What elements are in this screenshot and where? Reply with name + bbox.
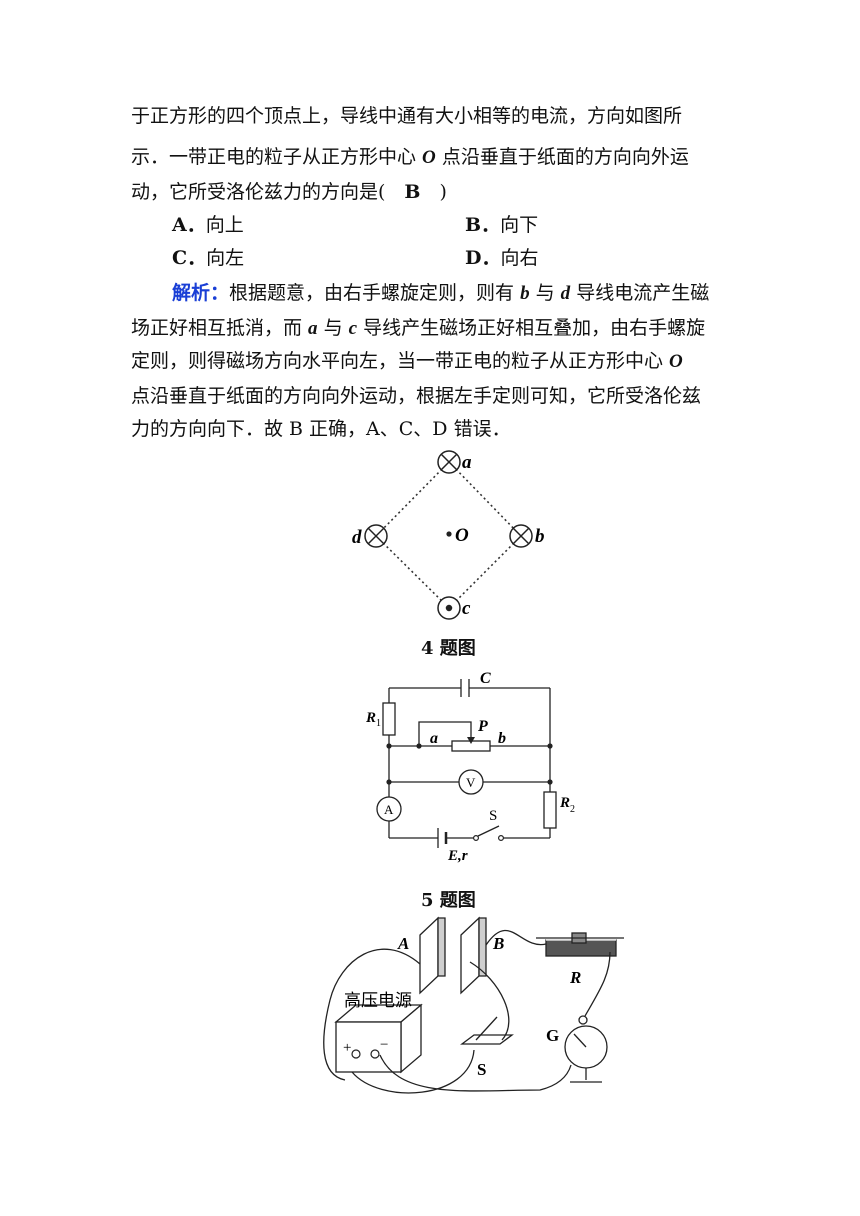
fig6-label-b: B: [492, 934, 504, 953]
option-b-text: 向下: [500, 214, 539, 236]
switch-contact: [473, 834, 480, 841]
junction-dot: [547, 779, 553, 785]
wire-b-into-page-icon: [509, 524, 533, 548]
question-line-3: 动，它所受洛伦兹力的方向是( B ): [131, 177, 447, 204]
terminal-positive: [351, 1049, 361, 1059]
question-line-1: 于正方形的四个顶点上，导线中通有大小相等的电流，方向如图所: [131, 105, 683, 127]
option-a: A．向上: [172, 210, 244, 237]
fig6-label-a: A: [397, 934, 409, 953]
analysis-l1-a: 根据题意，由右手螺旋定则，则有: [229, 282, 521, 304]
option-c: C．向左: [172, 243, 244, 270]
option-d: D．向右: [465, 243, 539, 270]
fig5-label-r2: R: [559, 795, 570, 811]
figure-4-caption: 4 题图: [421, 638, 476, 659]
wire-d-into-page-icon: [364, 524, 388, 548]
fig5-label-r1: R: [365, 710, 376, 726]
fig5-label-c: C: [480, 670, 491, 687]
answer-letter: B: [404, 181, 421, 203]
figure-5-caption: 5 题图: [421, 890, 476, 911]
option-a-text: 向上: [205, 214, 244, 236]
analysis-l3-a: 定则，则得磁场方向水平向左，当一带正电的粒子从正方形中心: [131, 350, 670, 372]
wire-c-out-of-page-icon: [437, 596, 461, 620]
option-d-text: 向右: [500, 247, 539, 269]
analysis-label: 解析：: [172, 282, 230, 304]
option-d-letter: D．: [465, 247, 501, 269]
voltmeter-label: V: [466, 775, 476, 790]
minus-sign: −: [380, 1037, 388, 1053]
analysis-line-1: 解析：根据题意，由右手螺旋定则，则有 b 与 d 导线电流产生磁: [172, 278, 709, 305]
figure-6-wires: [323, 929, 611, 1094]
switch-contacts: [473, 834, 505, 841]
analysis-l1-d: d: [560, 283, 571, 304]
question-line-2-text-b: 点沿垂直于纸面的方向向外运: [435, 146, 689, 168]
power-source-label: 高压电源: [344, 991, 412, 1010]
wire-a-into-page-icon: [437, 450, 461, 474]
analysis-l1-c: 与: [529, 282, 561, 304]
fig5-label-er: E,r: [447, 848, 468, 864]
junction-dot: [416, 743, 422, 749]
circuit-junctions: [386, 743, 553, 785]
fig5-label-b: b: [498, 730, 506, 747]
junction-dot: [547, 743, 553, 749]
plus-sign: +: [343, 1040, 351, 1056]
center-point-icon: [446, 531, 452, 537]
analysis-l2-c: 与: [317, 317, 349, 339]
option-b-letter: B．: [465, 214, 501, 236]
analysis-line-5: 力的方向向下．故 B 正确，A、C、D 错误．: [131, 418, 511, 440]
fig6-label-s: S: [477, 1060, 486, 1079]
option-a-letter: A．: [172, 214, 206, 236]
junction-dot: [386, 779, 392, 785]
fig5-label-r1-sub: 1: [376, 718, 381, 729]
option-b: B．向下: [465, 210, 538, 237]
analysis-l2-d: c: [348, 318, 358, 339]
question-line-3-text-b: ): [420, 181, 447, 203]
fig5-label-a: a: [430, 730, 438, 747]
analysis-l2-b: a: [308, 318, 318, 339]
fig4-label-o: O: [455, 525, 469, 546]
ammeter-label: A: [384, 802, 394, 817]
fig4-label-a: a: [462, 452, 472, 473]
option-c-text: 向左: [206, 247, 245, 269]
fig6-label-r: R: [569, 968, 581, 987]
option-c-letter: C．: [172, 247, 207, 269]
analysis-l2-e: 导线产生磁场正好相互叠加，由右手螺旋: [357, 317, 706, 339]
figure-5-circuit: [376, 679, 557, 848]
fig4-label-d: d: [352, 527, 362, 548]
analysis-l2-a: 场正好相互抵消，而: [131, 317, 309, 339]
power-terminals: [351, 1049, 380, 1059]
slider-arrow-icon: [467, 737, 475, 744]
fig4-label-b: b: [535, 526, 545, 547]
analysis-line-4: 点沿垂直于纸面的方向向外运动，根据左手定则可知，它所受洛伦兹: [131, 385, 702, 407]
analysis-l1-b: b: [520, 283, 530, 304]
figure-6-apparatus: [334, 916, 624, 1083]
fig5-label-r2-sub: 2: [570, 804, 575, 815]
question-line-2-text-a: 示．一带正电的粒子从正方形中心: [131, 146, 423, 168]
analysis-l3-b: O: [669, 351, 683, 372]
junction-dot: [386, 743, 392, 749]
terminal-negative: [370, 1049, 380, 1059]
question-line-3-text-a: 动，它所受洛伦兹力的方向是(: [131, 181, 405, 203]
fig6-label-g: G: [546, 1026, 559, 1045]
analysis-line-3: 定则，则得磁场方向水平向左，当一带正电的粒子从正方形中心 O: [131, 346, 683, 373]
analysis-l1-e: 导线电流产生磁: [570, 282, 710, 304]
switch-contact: [498, 834, 505, 841]
fig5-label-p: P: [477, 718, 488, 735]
analysis-line-2: 场正好相互抵消，而 a 与 c 导线产生磁场正好相互叠加，由右手螺旋: [131, 313, 705, 340]
fig5-label-s: S: [489, 808, 497, 824]
point-o-label: O: [422, 147, 436, 168]
question-line-2: 示．一带正电的粒子从正方形中心 O 点沿垂直于纸面的方向向外运: [131, 142, 689, 169]
fig4-label-c: c: [462, 598, 471, 619]
